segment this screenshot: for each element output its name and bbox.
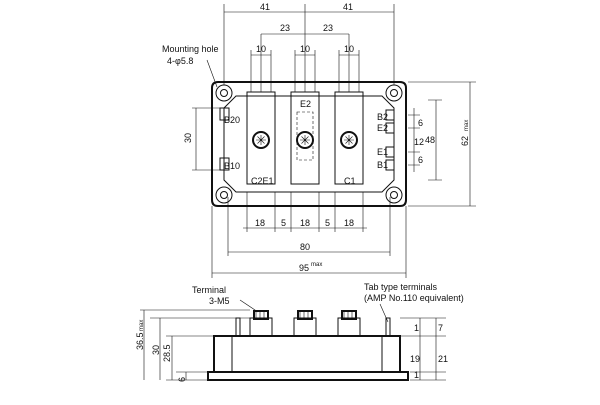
mounting-hole-bl [215,186,233,204]
label-terminal: Terminal [192,285,226,295]
dim-1-a: 1 [414,323,419,333]
label-c2e1: C2E1 [251,176,274,186]
dim-10-c: 10 [344,44,354,54]
module-outline [211,81,407,207]
label-b2: B2 [377,112,388,122]
tab-b20 [219,107,230,121]
dim-48: 48 [425,135,435,145]
tab-e1 [385,146,395,158]
side-tab-right [385,317,391,337]
side-terminal-left [249,310,273,337]
dim-12: 12 [414,137,424,147]
screw-terminal-e2 [296,131,314,149]
side-body [213,335,401,372]
dim-18-b: 18 [300,218,310,228]
tab-b1 [385,159,395,171]
dim-30-side: 30 [151,345,161,355]
side-tab-left [235,317,241,337]
label-tab: Tab type terminals [364,282,438,292]
side-body-inner [231,336,383,372]
mounting-hole-tl [215,84,233,102]
label-e2-top: E2 [300,99,311,109]
label-terminal-size: 3-M5 [209,296,230,306]
dim-5-b: 5 [325,218,330,228]
screw-terminal-c1 [340,131,358,149]
label-b20: B20 [224,115,240,125]
side-view: Terminal 3-M5 Tab type terminals (AMP No… [135,282,464,382]
label-c1: C1 [344,176,356,186]
dim-30-left: 30 [183,133,193,143]
dim-62: 62 [460,136,470,146]
label-e1: E1 [377,147,388,157]
dim-19: 19 [410,354,420,364]
tab-b10 [219,157,230,171]
dim-21: 21 [438,354,448,364]
dim-62-sup: max [464,120,470,131]
dim-23-left: 23 [280,23,290,33]
label-b10: B10 [224,161,240,171]
dim-6-side: 6 [177,377,187,382]
label-tab-amp: (AMP No.110 equivalent) [364,293,464,303]
leader-tab [379,303,389,323]
tab-e2 [385,122,395,134]
label-b1: B1 [377,160,388,170]
mounting-hole-br [385,186,403,204]
dim-95: 95 [299,263,309,273]
dim-23-right: 23 [323,23,333,33]
leader-terminal [239,299,259,313]
dim-10-a: 10 [256,44,266,54]
dim-7: 7 [438,323,443,333]
dim-5: 5 [281,218,286,228]
dim-6-a: 6 [418,118,423,128]
base-plate [207,371,409,381]
dim-6-b: 6 [418,155,423,165]
screw-terminal-c2e1 [252,131,270,149]
label-mounting-hole-size: 4-φ5.8 [167,56,193,66]
dim-1-b: 1 [414,370,419,380]
top-dimensions: 41 41 23 23 10 10 10 30 6 12 6 48 62 max… [183,2,476,278]
dim-80: 80 [300,242,310,252]
side-terminal-right [337,310,361,337]
inner-frame [223,95,395,193]
top-view: B20 B10 E2 C2E1 C1 B2 E2 E1 B1 Mounting … [162,44,407,207]
label-mounting-hole: Mounting hole [162,44,219,54]
label-e2-side: E2 [377,123,388,133]
dim-18-c: 18 [344,218,354,228]
mounting-hole-tr [385,84,403,102]
dim-36-5-sup: max [139,320,145,331]
dim-95-sup: max [311,262,322,268]
dim-10-b: 10 [300,44,310,54]
dim-36-5: 36.5 [135,332,145,350]
tab-b2 [385,109,395,121]
dim-41-right: 41 [343,2,353,12]
dim-18-a: 18 [255,218,265,228]
dim-41-left: 41 [260,2,270,12]
leader-mounting-hole [206,59,218,88]
side-terminal-center [293,310,317,337]
dim-28-5: 28.5 [162,344,172,362]
